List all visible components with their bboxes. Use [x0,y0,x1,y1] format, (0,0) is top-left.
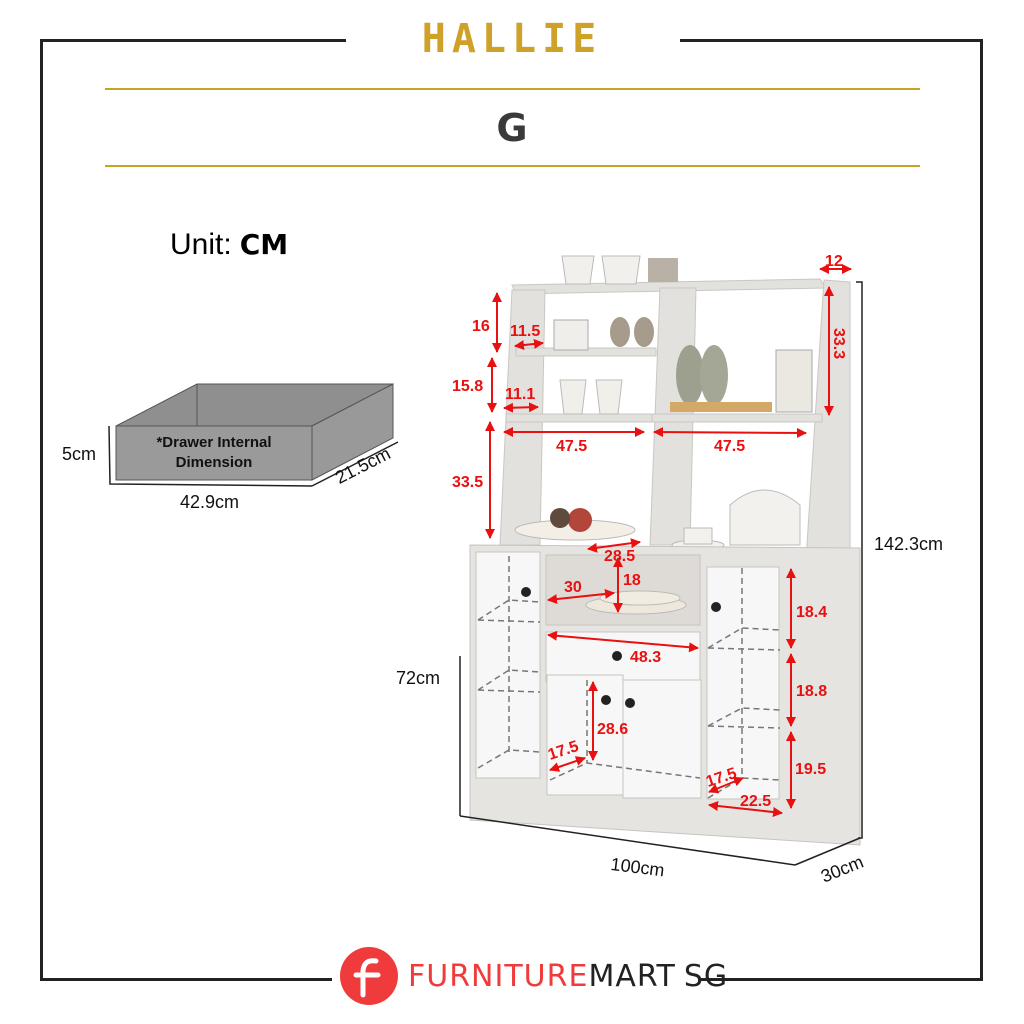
frame-bottom-right [700,978,983,981]
gold-divider-bottom [105,165,920,167]
drawer-diagram [108,383,399,487]
gold-divider-top [105,88,920,90]
dim-top-shelf-depth: 11.5 [510,323,540,340]
dim-side-depth: 12 [825,253,843,270]
dim-open-shelf-width: 30 [564,579,582,596]
frame-bottom-left [40,978,332,981]
dim-right-cab-width: 22.5 [740,793,771,810]
frame-right [980,39,983,981]
product-variant: G [496,106,528,150]
dim-counter-depth: 28.5 [604,548,635,565]
drawer-height-label: 5cm [62,444,97,464]
frame-top-left [40,39,346,42]
dim-drawer-width: 48.3 [630,649,661,666]
frame-left [40,39,43,981]
dim-open-shelf-height: 18 [623,572,641,589]
dim-mid-shelf-depth: 11.1 [505,386,535,403]
dim-top-shelf-height: 16 [472,318,490,335]
dim-lower-cabinet-height: 28.6 [597,721,628,738]
product-title: HALLIE [421,16,603,62]
overall-height-label: 142.3cm [874,534,944,554]
base-height-label: 72cm [396,668,441,688]
dim-right-cab-lower: 19.5 [795,761,826,778]
dim-right-cab-upper: 18.4 [796,604,827,621]
dim-lower-open-height: 33.5 [452,474,483,491]
dim-mid-shelf-height: 15.8 [452,378,483,395]
frame-top-right [680,39,983,42]
dim-left-compartment-width: 47.5 [556,438,587,455]
dim-right-upper-height: 33.3 [830,328,847,359]
drawer-width-label: 42.9cm [180,492,240,512]
dim-right-compartment-width: 47.5 [714,438,745,455]
brand-f-icon [340,947,398,1005]
drawer-note: *Drawer Internal Dimension [156,434,272,471]
unit-value: CM [239,228,289,261]
unit-label: Unit:CM [170,228,289,261]
dim-right-cab-mid: 18.8 [796,683,827,700]
